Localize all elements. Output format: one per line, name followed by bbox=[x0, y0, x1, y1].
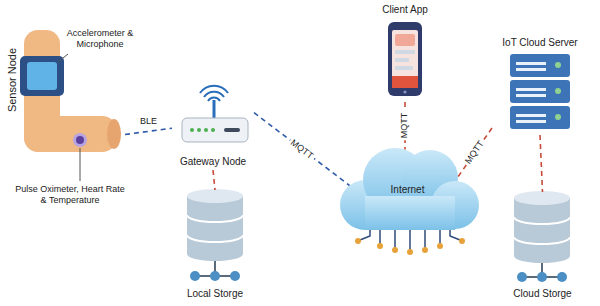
edge-label: MQTT bbox=[462, 137, 488, 167]
icon-node: Gateway Node bbox=[172, 88, 254, 170]
dashed-connector bbox=[458, 128, 492, 177]
router-icon bbox=[182, 86, 248, 142]
edge-label: BLE bbox=[138, 116, 159, 127]
part-label: Accelerometer & Microphone bbox=[62, 28, 138, 50]
edge-label: MQTT bbox=[400, 111, 411, 141]
dashed-connector bbox=[254, 113, 350, 186]
edge-label: MQTT bbox=[287, 136, 317, 163]
dashed-connector bbox=[125, 128, 172, 134]
node-label: Local Storge bbox=[187, 288, 243, 300]
node-label: Internet bbox=[391, 184, 425, 196]
node-label: IoT Cloud Server bbox=[502, 37, 577, 49]
part-label: Pulse Oximeter, Heart Rate & Temperature bbox=[12, 184, 128, 206]
database-icon bbox=[514, 191, 570, 282]
icon-node: Sensor Node bbox=[2, 40, 125, 175]
node-label: Cloud Storge bbox=[513, 288, 571, 300]
icon-node: IoT Cloud Server bbox=[492, 35, 588, 135]
node-label: Gateway Node bbox=[180, 156, 246, 168]
icon-node: Cloud Storge bbox=[495, 192, 590, 302]
phone-icon bbox=[388, 22, 422, 96]
icon-node: Internet bbox=[335, 145, 480, 235]
arm-illustration bbox=[20, 30, 121, 181]
dashed-connector bbox=[540, 135, 543, 192]
node-label: Client App bbox=[382, 4, 428, 16]
cloud-icon bbox=[340, 148, 479, 255]
dashed-connector bbox=[213, 170, 215, 190]
server-icon bbox=[510, 54, 570, 129]
node-label: Sensor Node bbox=[6, 48, 18, 112]
icon-node: Local Storge bbox=[175, 190, 255, 302]
database-icon bbox=[187, 189, 243, 281]
icon-node: Client App bbox=[370, 2, 440, 102]
